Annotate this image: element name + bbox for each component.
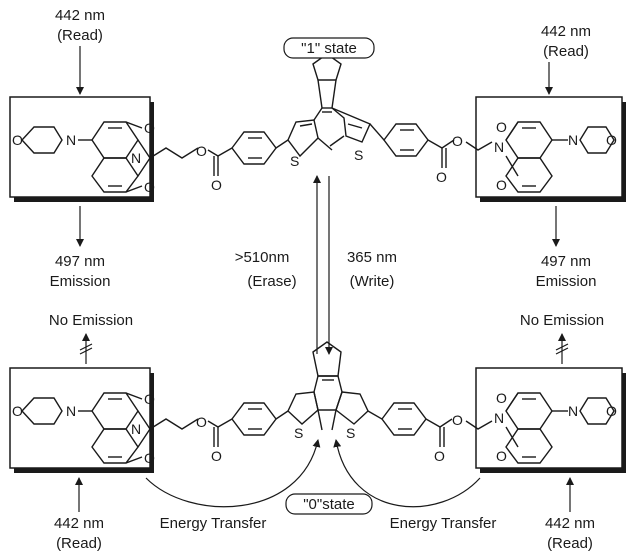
svg-text:N: N xyxy=(568,132,578,148)
read-wavelength-bottom-left: 442 nm xyxy=(54,515,104,532)
svg-text:O: O xyxy=(496,119,507,135)
svg-text:N: N xyxy=(66,132,76,148)
no-emission-left: No Emission xyxy=(49,312,133,329)
svg-text:O: O xyxy=(211,177,222,193)
fluorophore-bottom-right: N O O N O xyxy=(494,390,617,464)
linker-top-right: O O xyxy=(383,123,493,185)
read-wavelength-top-left: 442 nm xyxy=(55,7,105,24)
svg-text:O: O xyxy=(436,169,447,185)
closed-ring-core: S S xyxy=(287,341,383,441)
svg-text:O: O xyxy=(196,143,207,159)
svg-text:"1" state: "1" state xyxy=(301,40,357,57)
blocked-emission-arrow-left xyxy=(79,333,93,364)
emission-wavelength-left: 497 nm xyxy=(55,253,105,270)
read-label-top-left: (Read) xyxy=(57,27,103,44)
svg-text:O: O xyxy=(12,403,23,419)
energy-transfer-curve-right xyxy=(333,439,481,508)
fluorophore-top-left: O N O O N xyxy=(12,120,155,195)
thiophene-top-left: S xyxy=(287,107,333,169)
svg-text:N: N xyxy=(494,410,504,426)
emission-label-left: Emission xyxy=(50,273,111,290)
read-label-bottom-right: (Read) xyxy=(547,535,593,552)
read-wavelength-top-right: 442 nm xyxy=(541,23,591,40)
blocked-emission-arrow-right xyxy=(555,333,569,364)
box-top-right xyxy=(475,96,626,202)
read-wavelength-bottom-right: 442 nm xyxy=(545,515,595,532)
svg-text:O: O xyxy=(434,448,445,464)
state-1-label: "1" state xyxy=(283,37,375,59)
svg-text:S: S xyxy=(294,425,303,441)
svg-text:N: N xyxy=(131,150,141,166)
svg-text:O: O xyxy=(144,120,155,136)
svg-text:O: O xyxy=(496,177,507,193)
svg-text:O: O xyxy=(144,391,155,407)
svg-text:O: O xyxy=(144,179,155,195)
svg-text:O: O xyxy=(496,448,507,464)
svg-text:O: O xyxy=(606,403,617,419)
cyclopentene-top xyxy=(312,53,342,113)
svg-text:"0"state: "0"state xyxy=(303,496,355,513)
linker-top-left: O O xyxy=(149,131,289,193)
svg-text:O: O xyxy=(211,448,222,464)
linker-bottom-right: O O xyxy=(381,402,493,464)
svg-text:O: O xyxy=(452,412,463,428)
state-0-label: "0"state xyxy=(285,493,373,515)
svg-text:O: O xyxy=(144,450,155,466)
fluorophore-top-right: N O O N O xyxy=(494,119,617,193)
write-label: (Write) xyxy=(350,273,395,290)
emission-wavelength-right: 497 nm xyxy=(541,253,591,270)
svg-text:N: N xyxy=(66,403,76,419)
svg-text:S: S xyxy=(290,153,299,169)
svg-text:O: O xyxy=(452,133,463,149)
svg-text:N: N xyxy=(568,403,578,419)
read-label-bottom-left: (Read) xyxy=(56,535,102,552)
erase-label: (Erase) xyxy=(247,273,296,290)
svg-text:S: S xyxy=(354,147,363,163)
thiophene-top-right: S xyxy=(329,107,385,163)
svg-text:N: N xyxy=(131,421,141,437)
energy-transfer-right: Energy Transfer xyxy=(390,515,497,532)
svg-text:O: O xyxy=(196,414,207,430)
svg-text:O: O xyxy=(606,132,617,148)
erase-wavelength: >510nm xyxy=(235,249,290,266)
svg-text:O: O xyxy=(496,390,507,406)
svg-text:S: S xyxy=(346,425,355,441)
linker-bottom-left: O O xyxy=(149,402,289,464)
emission-label-right: Emission xyxy=(536,273,597,290)
write-wavelength: 365 nm xyxy=(347,249,397,266)
energy-transfer-curve-left xyxy=(145,439,321,508)
no-emission-right: No Emission xyxy=(520,312,604,329)
svg-text:N: N xyxy=(494,139,504,155)
read-label-top-right: (Read) xyxy=(543,43,589,60)
energy-transfer-left: Energy Transfer xyxy=(160,515,267,532)
svg-text:O: O xyxy=(12,132,23,148)
fluorophore-bottom-left: O N O O N xyxy=(12,391,155,466)
